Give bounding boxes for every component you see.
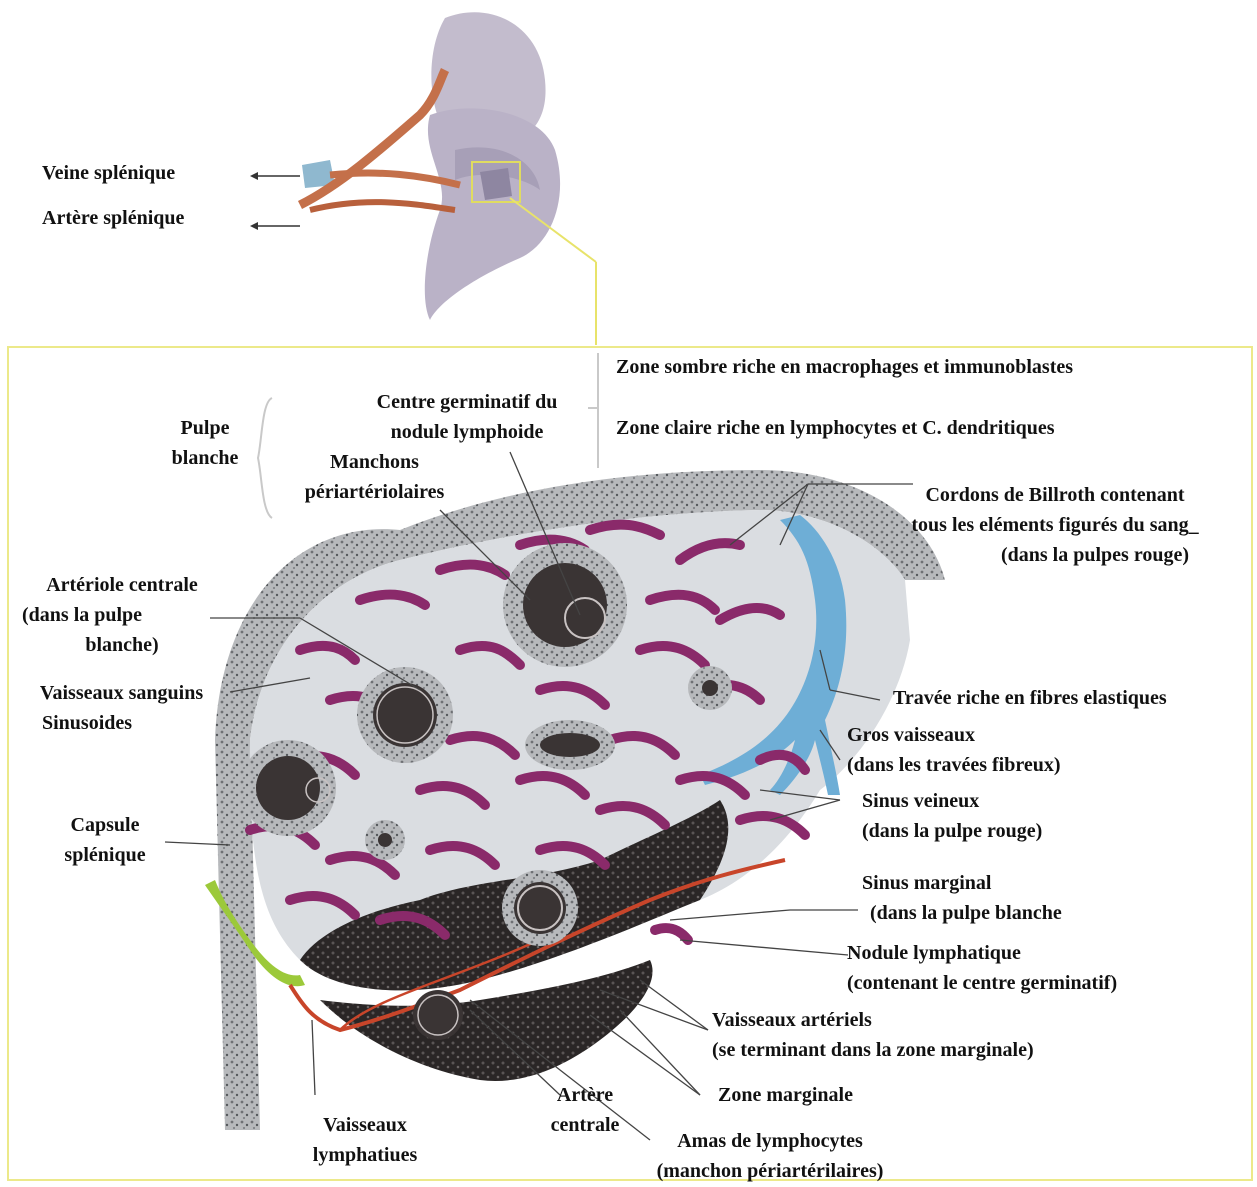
label-lymph-nodule-line1: Nodule lymphatique bbox=[847, 938, 1117, 968]
label-trabecula: Travée riche en fibres elastiques bbox=[893, 683, 1167, 713]
label-germinal-centre-line1: Centre germinatif du bbox=[352, 387, 582, 417]
label-lymph-nodule-line2: (contenant le centre germinatif) bbox=[847, 968, 1117, 998]
label-central-artery-line1: Artère bbox=[530, 1080, 640, 1110]
label-periarteriolar-line1: Manchons bbox=[282, 447, 467, 477]
label-blood-vessels: Vaisseaux sanguins Sinusoides bbox=[14, 678, 229, 738]
label-germinal-centre-line2: nodule lymphoide bbox=[352, 417, 582, 447]
label-arteriole-line2: (dans la pulpe bbox=[22, 600, 222, 630]
label-dark-zone: Zone sombre riche en macrophages et immu… bbox=[616, 352, 1073, 382]
label-lymphatic-vessels: Vaisseaux lymphatiues bbox=[290, 1110, 440, 1170]
label-arteriole-line3: blanche) bbox=[22, 630, 222, 660]
label-germinal-centre: Centre germinatif du nodule lymphoide bbox=[352, 387, 582, 447]
label-lymphocyte-cluster-line2: (manchon périartérilaires) bbox=[600, 1156, 940, 1186]
label-lymphocyte-cluster-line1: Amas de lymphocytes bbox=[600, 1126, 940, 1156]
label-billroth-line1: Cordons de Billroth contenant bbox=[870, 480, 1240, 510]
top-arrows bbox=[250, 172, 300, 230]
label-arterial-vessels-line1: Vaisseaux artériels bbox=[712, 1005, 1034, 1035]
label-splenic-capsule: Capsule splénique bbox=[50, 810, 160, 870]
label-lymphocyte-cluster: Amas de lymphocytes (manchon périartéril… bbox=[600, 1126, 940, 1186]
label-periarteriolar-line2: périartériolaires bbox=[282, 477, 467, 507]
label-arteriole-line1: Artériole centrale bbox=[22, 570, 222, 600]
label-billroth-line3: (dans la pulpes rouge) bbox=[870, 540, 1240, 570]
label-light-zone: Zone claire riche en lymphocytes et C. d… bbox=[616, 413, 1054, 443]
label-venous-sinus-line1: Sinus veineux bbox=[862, 786, 1042, 816]
label-billroth-line2: tous les eléments figurés du sang_ bbox=[870, 510, 1240, 540]
label-white-pulp-line2: blanche bbox=[160, 443, 250, 473]
label-lymphatic-line1: Vaisseaux bbox=[290, 1110, 440, 1140]
label-splenic-artery: Artère splénique bbox=[42, 203, 184, 233]
label-billroth-cords: Cordons de Billroth contenant tous les e… bbox=[870, 480, 1240, 570]
label-arterial-vessels-line2: (se terminant dans la zone marginale) bbox=[712, 1035, 1034, 1065]
label-blood-vessels-line1: Vaisseaux sanguins bbox=[14, 678, 229, 708]
label-capsule-line1: Capsule bbox=[50, 810, 160, 840]
label-marginal-sinus-line1: Sinus marginal bbox=[862, 868, 1062, 898]
label-capsule-line2: splénique bbox=[50, 840, 160, 870]
label-large-vessels: Gros vaisseaux (dans les travées fibreux… bbox=[847, 720, 1061, 780]
label-venous-sinus-line2: (dans la pulpe rouge) bbox=[862, 816, 1042, 846]
label-lymphatic-line2: lymphatiues bbox=[290, 1140, 440, 1170]
label-lymph-nodule: Nodule lymphatique (contenant le centre … bbox=[847, 938, 1117, 998]
label-large-vessels-line2: (dans les travées fibreux) bbox=[847, 750, 1061, 780]
label-splenic-vein: Veine splénique bbox=[42, 158, 175, 188]
whole-spleen bbox=[300, 12, 560, 320]
label-white-pulp-line1: Pulpe bbox=[160, 413, 250, 443]
label-blood-vessels-line2: Sinusoides bbox=[14, 708, 229, 738]
label-central-arteriole: Artériole centrale (dans la pulpe blanch… bbox=[22, 570, 222, 660]
label-marginal-sinus: Sinus marginal (dans la pulpe blanche bbox=[862, 868, 1062, 928]
label-marginal-zone: Zone marginale bbox=[718, 1080, 853, 1110]
label-large-vessels-line1: Gros vaisseaux bbox=[847, 720, 1061, 750]
label-periarteriolar-sheaths: Manchons périartériolaires bbox=[282, 447, 467, 507]
label-venous-sinus: Sinus veineux (dans la pulpe rouge) bbox=[862, 786, 1042, 846]
label-arterial-vessels: Vaisseaux artériels (se terminant dans l… bbox=[712, 1005, 1034, 1065]
label-white-pulp: Pulpe blanche bbox=[160, 413, 250, 473]
label-marginal-sinus-line2: (dans la pulpe blanche bbox=[862, 898, 1062, 928]
